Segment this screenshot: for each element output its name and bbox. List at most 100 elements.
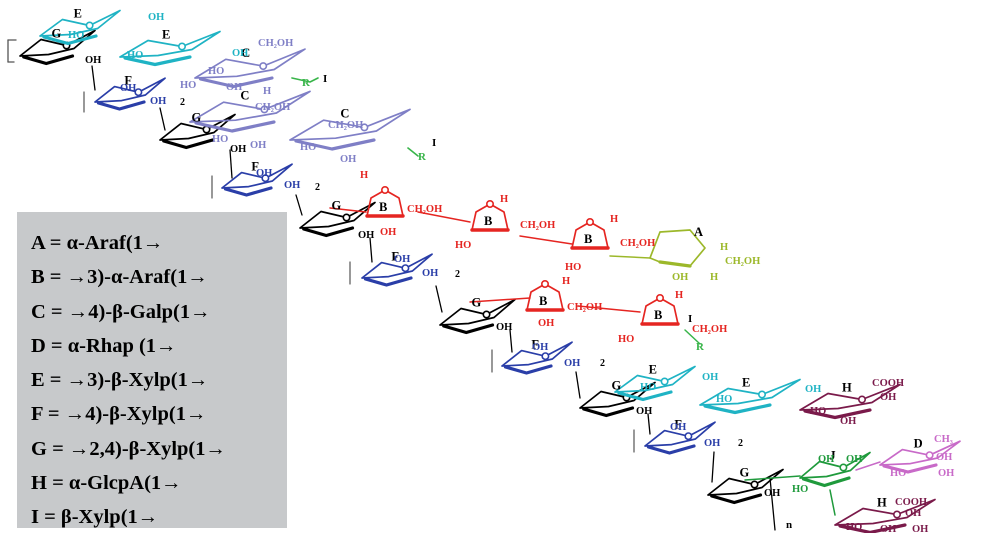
ring-h-2 — [834, 498, 936, 526]
ring-oxygen — [485, 200, 494, 209]
ring-oxygen — [261, 174, 270, 183]
ring-oxygen — [401, 264, 410, 273]
ring-e-3-bold — [617, 390, 673, 402]
ring-b-4-letter: B — [539, 294, 547, 308]
ring-g-3 — [299, 201, 376, 229]
ring-oxygen — [541, 352, 550, 361]
ring-d-1-letter: D — [914, 437, 923, 451]
label-r: R — [418, 151, 427, 163]
glycosidic-bond — [744, 475, 801, 481]
ring-d-1-bold — [882, 463, 938, 474]
ring-oxygen — [260, 105, 269, 114]
ring-g-2-letter: G — [192, 110, 202, 124]
polymer-n: n — [786, 519, 792, 531]
ring-oxygen — [839, 463, 848, 472]
legend-item-g: G = →2,4)-β-Xylp(1→ — [31, 437, 227, 460]
glycosidic-bond — [577, 305, 641, 313]
label-ch2oh: CH₂OH — [407, 204, 442, 215]
label-oh: OH — [380, 227, 396, 238]
ring-oxygen — [482, 310, 491, 319]
ring-h-2-letter: H — [877, 495, 887, 509]
ring-oxygen — [757, 390, 766, 399]
label-ch2oh: CH₂OH — [692, 324, 727, 335]
legend-item-h: H = α-GlcpA(1→ — [31, 472, 182, 495]
label-ho: HO — [846, 522, 862, 533]
label-ch2oh: CH₂OH — [258, 38, 293, 49]
backbone-bond — [295, 194, 303, 216]
ring-e-2-bold — [123, 55, 192, 67]
ring-f-3-bold — [363, 276, 413, 287]
legend-item-d: D = α-Rhap (1→ — [31, 334, 177, 357]
ring-c-1-letter: C — [241, 46, 250, 60]
ring-g-3-bold — [302, 226, 355, 238]
label-i: I — [688, 313, 692, 325]
ring-oxygen — [540, 279, 549, 288]
label-ho: HO — [890, 468, 906, 479]
ring-oxygen — [380, 186, 389, 195]
ring-a-bold — [658, 260, 692, 268]
label-h: H — [710, 272, 718, 283]
label-oh: OH — [670, 422, 686, 433]
ring-h-1 — [799, 383, 901, 411]
legend-item-c: C = →4)-β-Galp(1→ — [31, 300, 211, 323]
ring-e-4 — [699, 378, 801, 406]
label-oh: OH — [938, 468, 954, 479]
ring-g-5-letter: G — [612, 378, 622, 392]
ring-e-4-bold — [703, 403, 772, 415]
polymer-bond — [769, 477, 776, 531]
repeat-count: 2 — [600, 358, 605, 369]
label-ch2oh: CH₂OH — [520, 220, 555, 231]
label-oh: OH — [232, 48, 248, 59]
label-ch2oh: CH₂OH — [620, 238, 655, 249]
label-ho: HO — [212, 134, 228, 145]
label-ho: HO — [810, 406, 826, 417]
backbone-bond — [509, 329, 513, 353]
ring-b-2-letter: B — [484, 214, 492, 228]
label-r: R — [696, 341, 705, 353]
ring-oxygen — [660, 377, 669, 386]
label-ch3: CH₃ — [934, 434, 953, 445]
ring-f-3 — [361, 253, 433, 279]
label-ho: HO — [618, 334, 634, 345]
label-i: I — [432, 137, 436, 149]
ring-j-1 — [799, 451, 871, 479]
label-oh: OH — [120, 83, 136, 94]
label-oh: OH — [358, 230, 374, 241]
ring-oxygen — [655, 293, 664, 302]
repeat-count: 2 — [455, 269, 460, 280]
ring-oxygen — [892, 510, 901, 519]
label-ch2oh: CH₂OH — [328, 120, 363, 131]
ring-g-1-letter: G — [52, 26, 62, 40]
backbone-bond — [647, 413, 651, 435]
label-ho: HO — [716, 394, 732, 405]
label-oh: OH — [150, 96, 166, 107]
ring-f-2-bold — [223, 186, 273, 197]
label-oh: OH — [880, 392, 896, 403]
backbone-bond — [435, 285, 443, 313]
backbone-bond — [159, 107, 166, 131]
label-oh: OH — [840, 416, 856, 427]
label-oh: OH — [880, 524, 896, 533]
label-ho: HO — [455, 240, 471, 251]
ring-e-1-letter: E — [74, 6, 82, 20]
legend-item-a: A = α-Araf(1→ — [31, 232, 164, 254]
label-oh: OH — [422, 268, 438, 279]
ring-oxygen — [925, 451, 934, 460]
backbone-bond — [575, 371, 581, 399]
label-oh: OH — [340, 154, 356, 165]
repeat-count: 2 — [315, 182, 320, 193]
label-r: R — [302, 77, 311, 89]
ring-g-3-letter: G — [332, 198, 342, 212]
label-oh: OH — [284, 180, 300, 191]
label-cooh: COOH — [872, 378, 904, 389]
repeat-count: 2 — [738, 438, 743, 449]
ring-e-4-letter: E — [742, 375, 750, 389]
ring-oxygen — [585, 218, 594, 227]
ring-f-3-letter: F — [391, 250, 399, 264]
label-oh: OH — [394, 254, 410, 265]
ring-h-1-bold — [803, 408, 872, 420]
ring-c-1 — [194, 48, 306, 79]
label-ho: HO — [127, 50, 143, 61]
